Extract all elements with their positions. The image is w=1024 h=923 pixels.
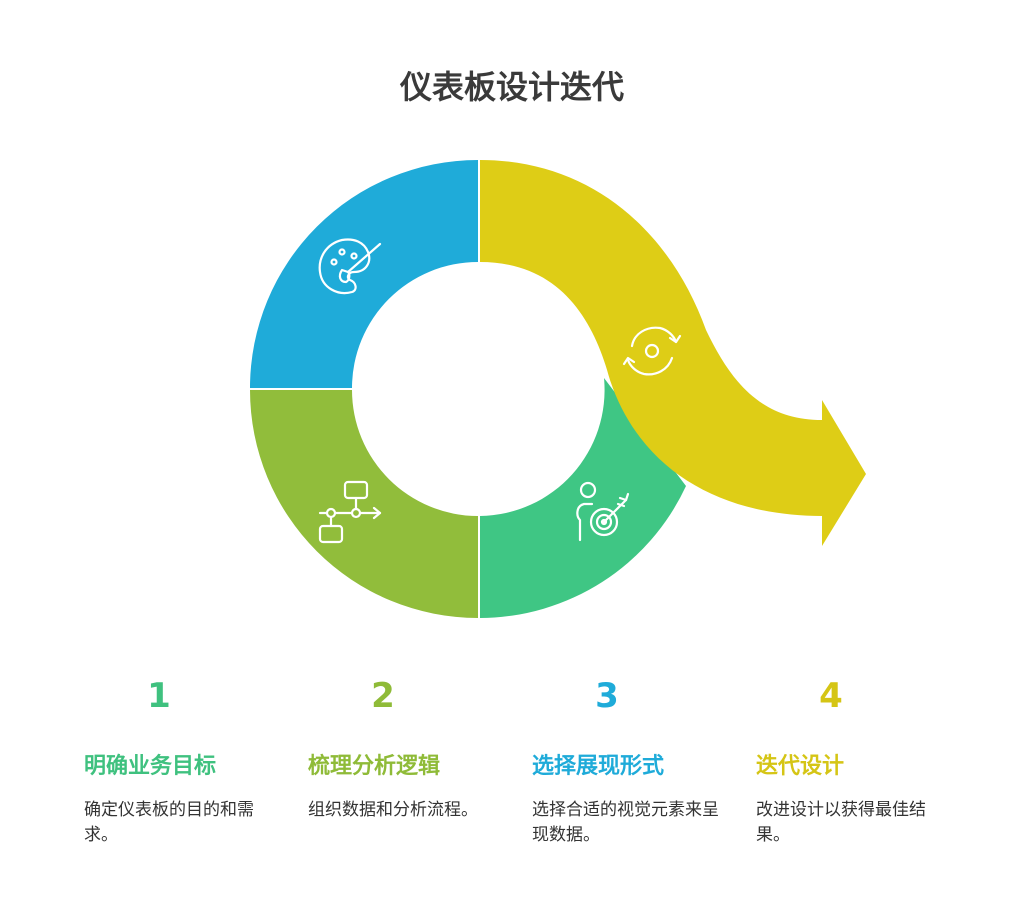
step-1: 1 明确业务目标 确定仪表板的目的和需求。 bbox=[84, 672, 284, 848]
segment-green-bottom-left bbox=[250, 390, 478, 618]
step-3-number: 3 bbox=[595, 676, 619, 716]
step-2-number: 2 bbox=[371, 676, 395, 716]
step-4-desc: 改进设计以获得最佳结果。 bbox=[756, 800, 926, 845]
step-1-number: 1 bbox=[147, 676, 171, 716]
person-target-icon bbox=[576, 481, 630, 542]
step-3-desc: 选择合适的视觉元素来呈现数据。 bbox=[532, 800, 719, 845]
page-title: 仪表板设计迭代 bbox=[399, 68, 624, 106]
refresh-cycle-icon bbox=[622, 326, 682, 376]
palette-icon bbox=[318, 238, 382, 295]
step-2-title: 梳理分析逻辑 bbox=[308, 754, 441, 779]
segment-teal-bottom-right bbox=[480, 378, 686, 618]
step-3: 3 选择展现形式 选择合适的视觉元素来呈现数据。 bbox=[532, 672, 732, 848]
step-4: 4 迭代设计 改进设计以获得最佳结果。 bbox=[756, 672, 956, 848]
step-2-desc: 组织数据和分析流程。 bbox=[308, 800, 478, 820]
segment-yellow-arrow bbox=[480, 160, 866, 546]
flowchart-icon bbox=[318, 480, 382, 544]
step-3-title: 选择展现形式 bbox=[532, 754, 665, 779]
step-1-title: 明确业务目标 bbox=[84, 754, 217, 779]
step-2: 2 梳理分析逻辑 组织数据和分析流程。 bbox=[308, 672, 508, 823]
segment-blue-top-left bbox=[250, 160, 478, 388]
step-1-desc: 确定仪表板的目的和需求。 bbox=[84, 800, 254, 845]
step-4-title: 迭代设计 bbox=[756, 754, 845, 779]
step-4-number: 4 bbox=[819, 676, 843, 716]
